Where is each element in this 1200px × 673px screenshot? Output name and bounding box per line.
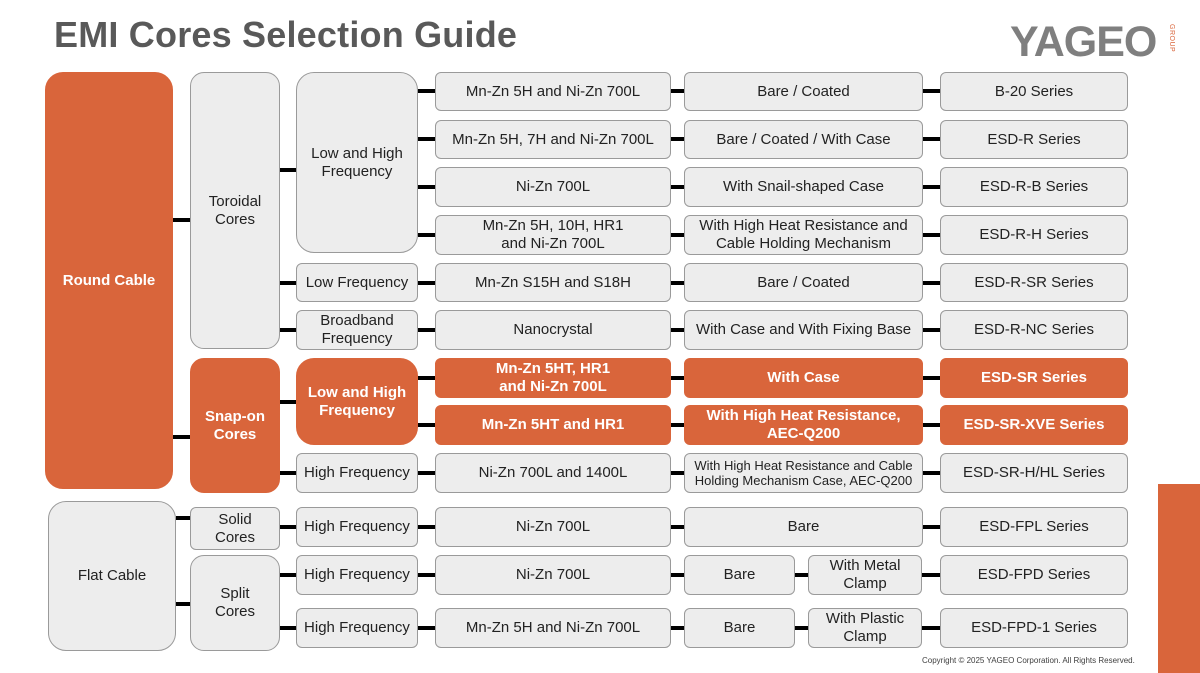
structure-esd-r: Bare / Coated / With Case: [684, 120, 923, 159]
cable-round: Round Cable: [45, 72, 173, 489]
logo-group-label: GROUP: [1168, 24, 1175, 53]
series-esd-sr: ESD-SR Series: [940, 358, 1128, 398]
material-esd-sr: Mn-Zn 5HT, HR1 and Ni-Zn 700L: [435, 358, 671, 398]
material-esd-fpd: Ni-Zn 700L: [435, 555, 671, 595]
page-title: EMI Cores Selection Guide: [54, 14, 518, 55]
freq-high-split-metal: High Frequency: [296, 555, 418, 595]
material-esd-r: Mn-Zn 5H, 7H and Ni-Zn 700L: [435, 120, 671, 159]
freq-low-high-toroidal: Low and High Frequency: [296, 72, 418, 253]
series-esd-fpd-1: ESD-FPD-1 Series: [940, 608, 1128, 648]
core-split: Split Cores: [190, 555, 280, 651]
material-esd-r-nc: Nanocrystal: [435, 310, 671, 350]
freq-high-solid: High Frequency: [296, 507, 418, 547]
structure-esd-r-b: With Snail-shaped Case: [684, 167, 923, 207]
series-esd-r-nc: ESD-R-NC Series: [940, 310, 1128, 350]
series-esd-fpd: ESD-FPD Series: [940, 555, 1128, 595]
structure-b20: Bare / Coated: [684, 72, 923, 111]
clamp-metal: With Metal Clamp: [808, 555, 922, 595]
core-solid: Solid Cores: [190, 507, 280, 550]
series-esd-r: ESD-R Series: [940, 120, 1128, 159]
logo-wordmark: YAGEO: [1010, 18, 1157, 66]
material-esd-fpl: Ni-Zn 700L: [435, 507, 671, 547]
material-esd-fpd-1: Mn-Zn 5H and Ni-Zn 700L: [435, 608, 671, 648]
structure-esd-r-h: With High Heat Resistance and Cable Hold…: [684, 215, 923, 255]
freq-high-split-plastic: High Frequency: [296, 608, 418, 648]
yageo-logo: YAGEO GROUP: [1010, 16, 1180, 68]
series-esd-r-sr: ESD-R-SR Series: [940, 263, 1128, 302]
series-esd-fpl: ESD-FPL Series: [940, 507, 1128, 547]
structure-esd-fpd-1: Bare: [684, 608, 795, 648]
material-esd-r-sr: Mn-Zn S15H and S18H: [435, 263, 671, 302]
material-esd-sr-xve: Mn-Zn 5HT and HR1: [435, 405, 671, 445]
core-snap-on: Snap-on Cores: [190, 358, 280, 493]
series-esd-sr-h-hl: ESD-SR-H/HL Series: [940, 453, 1128, 493]
material-b20: Mn-Zn 5H and Ni-Zn 700L: [435, 72, 671, 111]
structure-esd-sr-h: With High Heat Resistance and Cable Hold…: [684, 453, 923, 493]
structure-esd-sr-xve: With High Heat Resistance, AEC-Q200: [684, 405, 923, 445]
structure-esd-r-sr: Bare / Coated: [684, 263, 923, 302]
structure-esd-fpl: Bare: [684, 507, 923, 547]
material-esd-r-b: Ni-Zn 700L: [435, 167, 671, 207]
core-toroidal: Toroidal Cores: [190, 72, 280, 349]
freq-broadband: Broadband Frequency: [296, 310, 418, 350]
series-esd-r-b: ESD-R-B Series: [940, 167, 1128, 207]
material-esd-r-h: Mn-Zn 5H, 10H, HR1 and Ni-Zn 700L: [435, 215, 671, 255]
series-esd-r-h: ESD-R-H Series: [940, 215, 1128, 255]
cable-flat: Flat Cable: [48, 501, 176, 651]
copyright-text: Copyright © 2025 YAGEO Corporation. All …: [922, 656, 1135, 665]
structure-esd-r-nc: With Case and With Fixing Base: [684, 310, 923, 350]
material-esd-sr-h: Ni-Zn 700L and 1400L: [435, 453, 671, 493]
accent-side-bar: [1158, 484, 1200, 673]
structure-esd-sr: With Case: [684, 358, 923, 398]
freq-low: Low Frequency: [296, 263, 418, 302]
structure-esd-fpd: Bare: [684, 555, 795, 595]
freq-high-snap-on: High Frequency: [296, 453, 418, 493]
series-b20: B-20 Series: [940, 72, 1128, 111]
freq-low-high-snap-on: Low and High Frequency: [296, 358, 418, 445]
series-esd-sr-xve: ESD-SR-XVE Series: [940, 405, 1128, 445]
clamp-plastic: With Plastic Clamp: [808, 608, 922, 648]
